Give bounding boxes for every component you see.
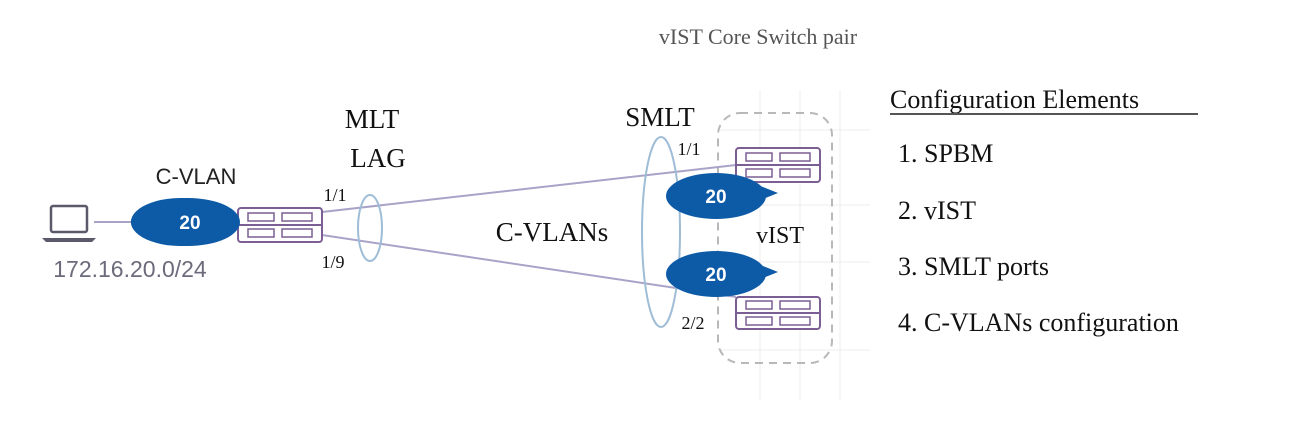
vlan-bubble-core-upper: 20 [666, 173, 778, 219]
vlan-bubble-edge: 20 [130, 198, 240, 247]
config-item-1: 1. SPBM [898, 139, 993, 168]
vlan-bubble-edge-label: 20 [179, 213, 200, 234]
c-vlan-label: C-VLAN [156, 164, 237, 189]
vlan-bubble-core-upper-label: 20 [705, 187, 726, 208]
config-heading: Configuration Elements [890, 85, 1139, 114]
core-lower-switch-icon [735, 296, 821, 330]
config-item-2: 2. vIST [898, 196, 976, 225]
port-edge-upper: 1/1 [323, 185, 346, 205]
subnet-label: 172.16.20.0/24 [53, 256, 207, 282]
link-edge-to-core-lower [321, 234, 737, 298]
mlt-label: MLT [345, 104, 400, 134]
port-core-lower: 2/2 [681, 313, 704, 333]
diagram-title: vIST Core Switch pair [659, 24, 858, 49]
vlan-bubble-core-lower-label: 20 [705, 265, 726, 286]
port-core-upper: 1/1 [677, 139, 700, 159]
edge-switch-icon [237, 207, 323, 243]
lag-label: LAG [350, 143, 406, 173]
laptop-icon [42, 204, 96, 242]
vist-core-dashed-box [717, 112, 833, 364]
c-vlans-label: C-VLANs [496, 217, 609, 247]
link-edge-to-core-upper [321, 164, 737, 213]
lag-ring [357, 194, 383, 262]
smlt-label: SMLT [625, 102, 695, 132]
core-upper-switch-icon [735, 147, 821, 183]
vlan-bubble-core-lower: 20 [666, 251, 778, 297]
port-edge-lower: 1/9 [321, 252, 344, 272]
config-item-4: 4. C-VLANs configuration [898, 308, 1179, 337]
config-item-3: 3. SMLT ports [898, 252, 1049, 281]
smlt-ring [641, 136, 681, 328]
vist-label: vIST [756, 223, 804, 249]
